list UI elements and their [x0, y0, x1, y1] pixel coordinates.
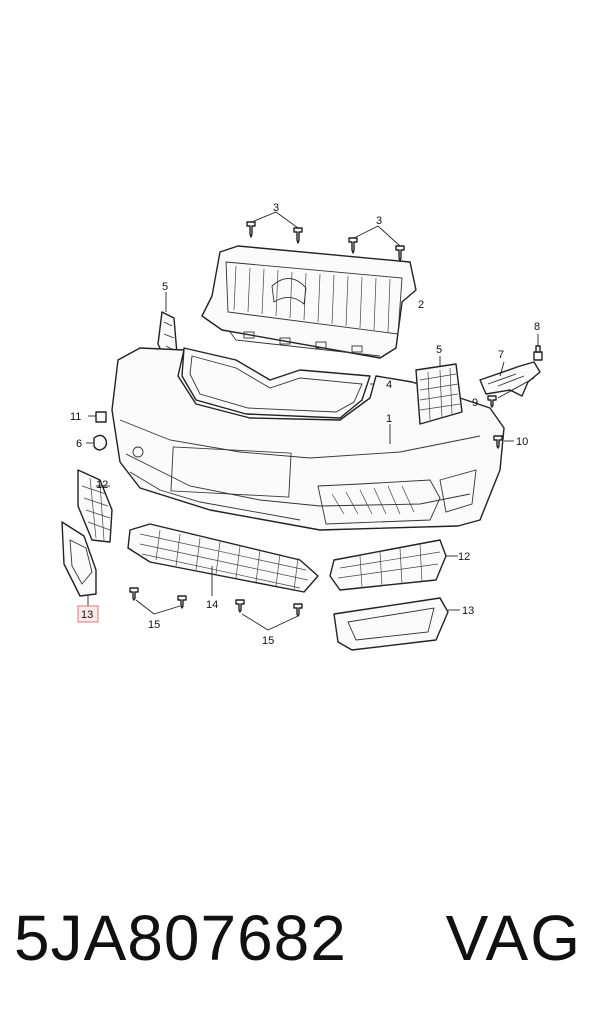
callout-14: 14	[206, 599, 218, 611]
callout-3-left: 3	[273, 202, 279, 214]
callout-7: 7	[498, 349, 504, 361]
callout-8: 8	[534, 321, 540, 333]
clip-8	[533, 334, 543, 361]
callout-13-right: 13	[462, 605, 474, 617]
callout-11: 11	[70, 411, 81, 423]
exploded-parts-diagram: 1 2 3 3 4 5 5 6 7 8 9 10 11 12 12 13 13 …	[61, 202, 543, 651]
part-12-left-grille	[77, 469, 113, 543]
callout-15-left: 15	[148, 619, 160, 631]
callout-6: 6	[76, 438, 82, 450]
brand-label: VAG	[445, 902, 582, 974]
screw-15-left-pair	[129, 587, 187, 615]
part-7-side-bracket	[479, 361, 541, 399]
part-13-right-fog-trim	[333, 597, 460, 651]
part-2-grille-frame	[201, 245, 417, 359]
callout-13-left: 13	[81, 609, 93, 621]
callout-9: 9	[472, 397, 478, 409]
screw-10	[493, 435, 514, 449]
part-number-label: 5JA807682	[14, 902, 347, 974]
callout-2: 2	[418, 299, 424, 311]
callout-10: 10	[516, 436, 528, 448]
part-5-right-bracket	[415, 356, 463, 425]
part-4-grille-trim	[181, 347, 384, 419]
part-12-right-grille	[329, 539, 458, 591]
callout-12-right: 12	[458, 551, 470, 563]
clip-6	[86, 434, 108, 451]
callout-15-right: 15	[262, 635, 274, 647]
part-13-left-fog-trim	[61, 521, 99, 623]
callout-1: 1	[386, 413, 392, 425]
screw-15-right-pair	[235, 599, 303, 631]
clip-11	[88, 411, 107, 423]
part-14-lower-grille	[127, 523, 319, 596]
callout-5-left: 5	[162, 281, 168, 293]
caption-bar: 5JA807682 VAG	[0, 888, 600, 988]
screw-3-right-pair	[348, 225, 405, 262]
screw-3-left-pair	[246, 211, 303, 244]
screw-9	[487, 395, 497, 408]
callout-12-left: 12	[96, 479, 108, 491]
callout-5-right: 5	[436, 344, 442, 356]
part-1-bumper-cover	[111, 347, 505, 531]
callout-3-right: 3	[376, 215, 382, 227]
part-13-highlight	[77, 605, 99, 623]
callout-4: 4	[386, 379, 392, 391]
